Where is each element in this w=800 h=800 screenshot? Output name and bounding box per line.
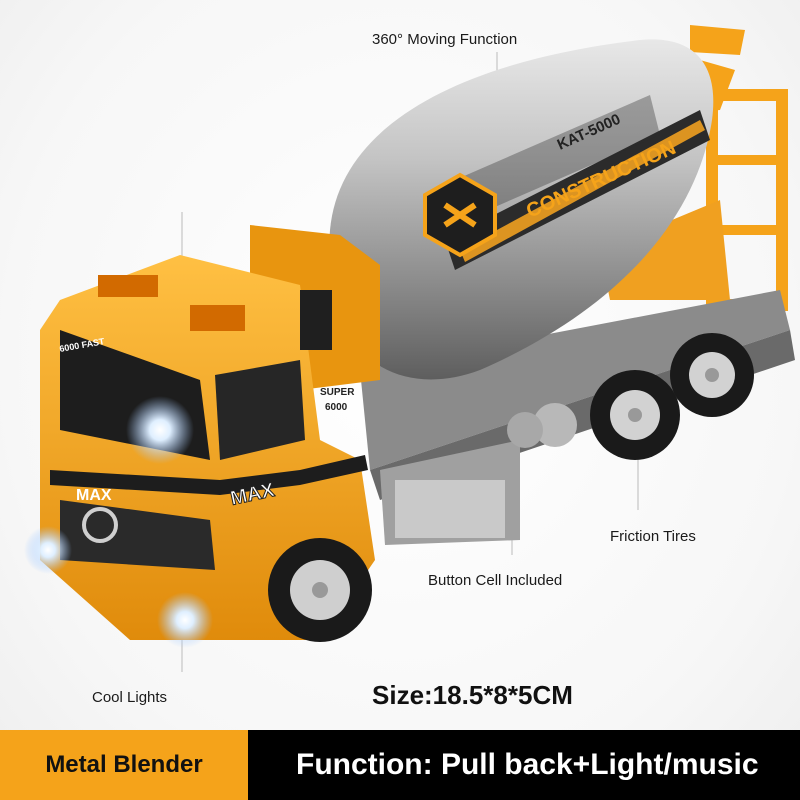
function-label: Function: Pull back+Light/music bbox=[296, 748, 759, 781]
cab-super-num-text: 6000 bbox=[325, 402, 348, 413]
friction-tires-label: Friction Tires bbox=[610, 528, 696, 545]
wheels bbox=[268, 333, 754, 642]
cool-lights-label: Cool Lights bbox=[92, 689, 168, 706]
wheel bbox=[670, 333, 754, 417]
button-cell-label: Button Cell Included bbox=[428, 572, 563, 589]
truck-cab: MAX MAX SUPER 6000 6000 FAST bbox=[40, 225, 380, 640]
footer-left-panel: Metal Blender bbox=[0, 730, 248, 800]
cement-mixer-truck-illustration: CONSTRUCTION KAT-5000 MAX MAX SUPER 6000… bbox=[24, 25, 795, 672]
wheel bbox=[268, 538, 372, 642]
headlight-glows bbox=[24, 396, 213, 648]
wheel bbox=[590, 370, 680, 460]
cab-front-max-text: MAX bbox=[76, 487, 112, 504]
moving-function-label: 360° Moving Function bbox=[372, 31, 518, 48]
cab-super-text: SUPER bbox=[320, 387, 355, 398]
mixer-drum: CONSTRUCTION KAT-5000 bbox=[329, 39, 714, 380]
footer-right-panel: Function: Pull back+Light/music bbox=[248, 730, 800, 800]
product-name-label: Metal Blender bbox=[45, 751, 203, 778]
size-label: Size:18.5*8*5CM bbox=[372, 680, 573, 710]
footer-bar: Metal Blender Function: Pull back+Light/… bbox=[0, 730, 800, 800]
